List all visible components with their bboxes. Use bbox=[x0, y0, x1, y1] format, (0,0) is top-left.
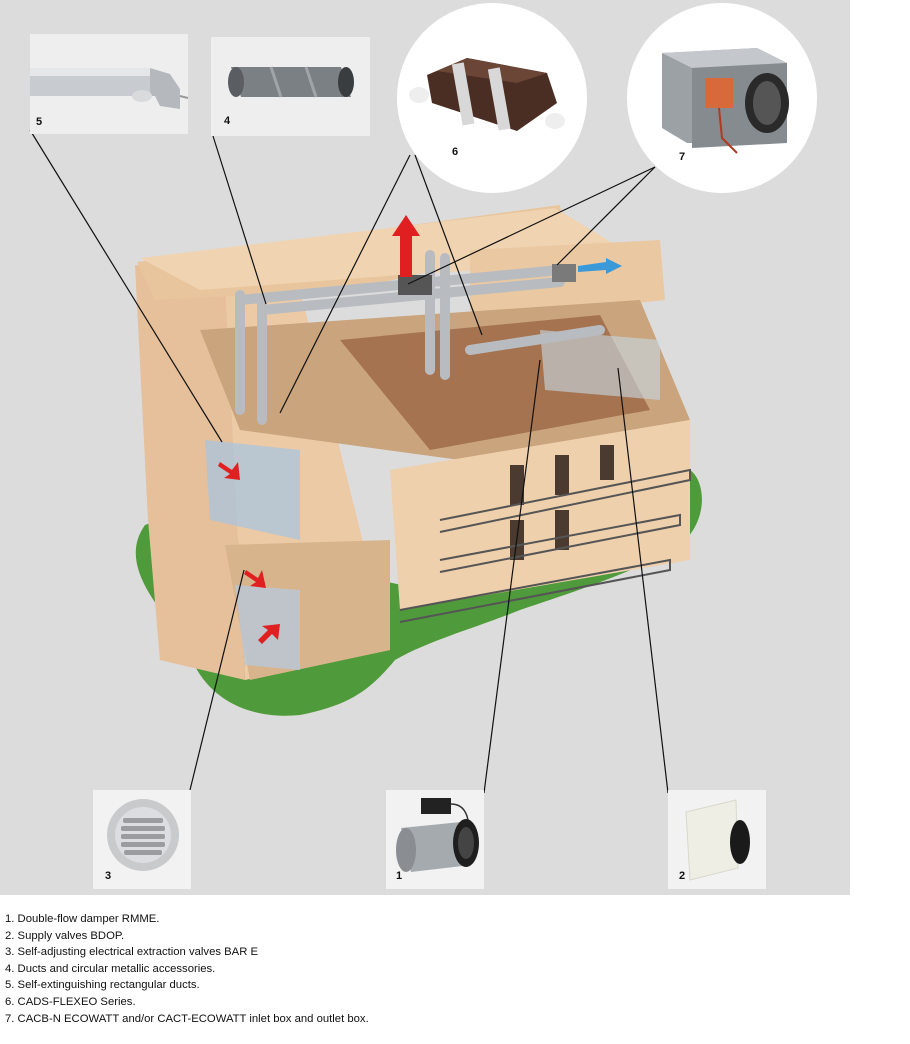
roof-top bbox=[140, 208, 640, 290]
extraction-valve-photo: 3 bbox=[93, 790, 191, 889]
legend-item: 1. Double-flow damper RMME. bbox=[5, 913, 160, 925]
legend-item: 2. Supply valves BDOP. bbox=[5, 929, 125, 942]
facade bbox=[390, 420, 690, 610]
flexeo-unit-photo: 6 bbox=[397, 3, 587, 193]
callout-number-1: 1 bbox=[396, 870, 403, 882]
inlet-box bbox=[552, 264, 576, 282]
rectangular-duct-photo: 5 bbox=[30, 34, 188, 134]
damper-photo: 1 bbox=[386, 790, 484, 889]
circular-duct-photo: 4 bbox=[211, 37, 370, 136]
callout-number-4: 4 bbox=[224, 115, 231, 127]
intake-arrow bbox=[578, 258, 622, 274]
glass-room bbox=[205, 440, 300, 540]
legend-item: 3. Self-adjusting electrical extraction … bbox=[5, 946, 259, 959]
callout-number-6: 6 bbox=[452, 146, 459, 158]
legend-item: 6. CADS-FLEXEO Series. bbox=[5, 995, 136, 1008]
callout-number-3: 3 bbox=[105, 870, 112, 882]
legend: 1. Double-flow damper RMME. 2. Supply va… bbox=[5, 911, 865, 1027]
callout-number-7: 7 bbox=[679, 151, 686, 163]
exhaust-arrow bbox=[392, 215, 420, 277]
supply-valve-photo: 2 bbox=[668, 790, 766, 889]
leader-lines bbox=[29, 129, 669, 794]
flexeo-unit-roof bbox=[398, 275, 432, 295]
legend-item: 5. Self-extinguishing rectangular ducts. bbox=[5, 979, 200, 992]
legend-item: 4. Ducts and circular metallic accessori… bbox=[5, 962, 216, 975]
building-illustration bbox=[29, 129, 702, 794]
diagram-stage: 5 4 6 bbox=[0, 0, 850, 895]
glass-room-right bbox=[540, 330, 660, 400]
legend-item: 7. CACB-N ECOWATT and/or CACT-ECOWATT in… bbox=[5, 1012, 369, 1025]
inlet-box-photo: 7 bbox=[627, 3, 817, 193]
callout-number-5: 5 bbox=[36, 116, 43, 128]
callout-number-2: 2 bbox=[679, 870, 686, 882]
